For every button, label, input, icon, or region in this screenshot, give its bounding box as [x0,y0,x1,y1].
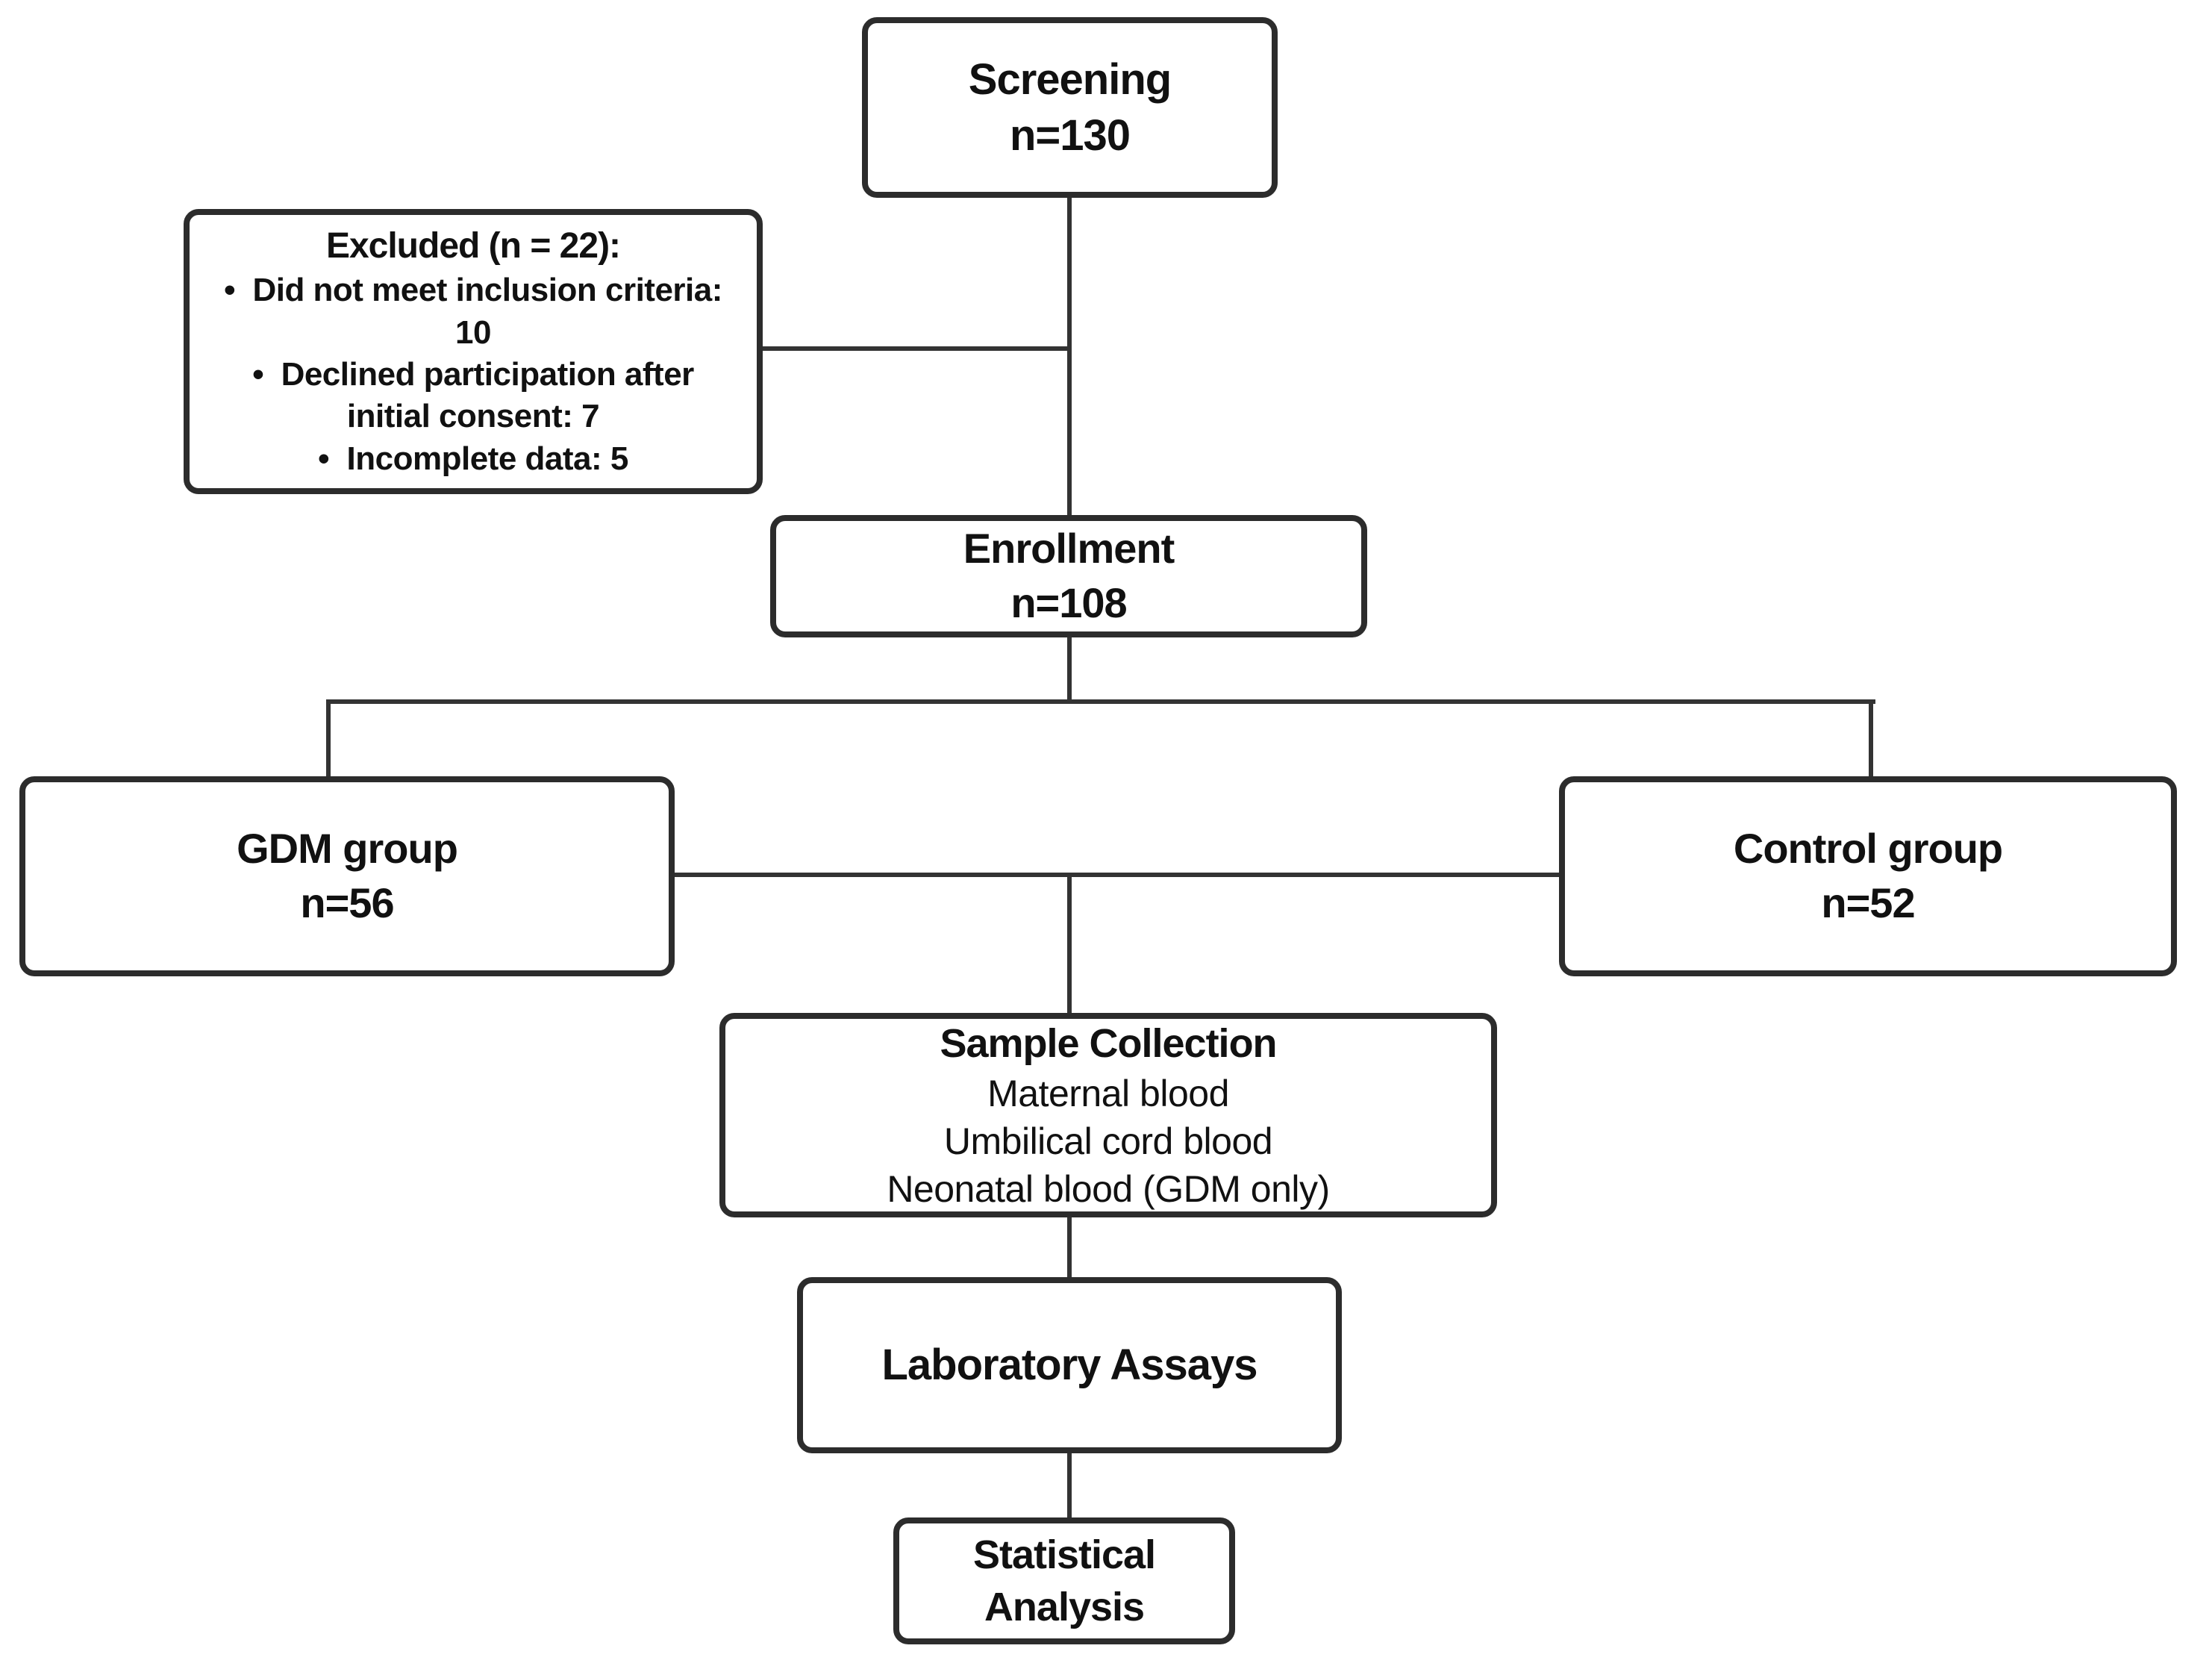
excluded-reason-item: Declined participation after initial con… [210,354,736,438]
control-group-count: n=52 [1821,879,1915,926]
sample-collection-box: Sample Collection Maternal blood Umbilic… [719,1013,1497,1217]
sample-collection-item: Maternal blood [987,1073,1229,1115]
connector-lab-to-stat [1067,1452,1072,1519]
screening-box: Screening n=130 [862,17,1278,198]
statistical-analysis-title: Statistical Analysis [972,1532,1156,1629]
screening-count: n=130 [1009,111,1131,160]
connector-groups-merge-horizontal [672,873,1561,877]
connector-split-horizontal [326,699,1875,704]
connector-split-to-gdm [326,699,331,778]
gdm-group-count: n=56 [300,879,394,926]
laboratory-assays-box: Laboratory Assays [797,1277,1342,1453]
gdm-group-title: GDM group [237,825,458,873]
connector-sample-to-lab [1067,1215,1072,1279]
excluded-reason-item: Incomplete data: 5 [210,438,736,480]
connector-excluded-branch [762,346,1069,351]
control-group-box: Control group n=52 [1559,776,2177,976]
excluded-box: Excluded (n = 22): Did not meet inclusio… [184,209,763,494]
enrollment-box: Enrollment n=108 [770,515,1367,637]
sample-collection-item: Neonatal blood (GDM only) [887,1168,1330,1211]
connector-split-to-control [1869,699,1873,778]
sample-collection-list: Maternal blood Umbilical cord blood Neon… [887,1070,1330,1213]
excluded-reasons-list: Did not meet inclusion criteria: 10 Decl… [210,269,736,480]
connector-screening-to-enrollment [1067,196,1072,517]
screening-title: Screening [968,54,1172,104]
connector-enrollment-to-split [1067,636,1072,702]
control-group-title: Control group [1733,825,2003,873]
sample-collection-item: Umbilical cord blood [943,1120,1273,1163]
laboratory-assays-title: Laboratory Assays [881,1341,1257,1390]
connector-merge-to-sample [1067,873,1072,1014]
excluded-title: Excluded (n = 22): [325,226,621,266]
enrollment-title: Enrollment [963,525,1175,573]
sample-collection-title: Sample Collection [940,1020,1277,1066]
gdm-group-box: GDM group n=56 [19,776,675,976]
excluded-reason-item: Did not meet inclusion criteria: 10 [210,269,736,354]
statistical-analysis-box: Statistical Analysis [893,1517,1235,1644]
enrollment-count: n=108 [1010,579,1127,626]
